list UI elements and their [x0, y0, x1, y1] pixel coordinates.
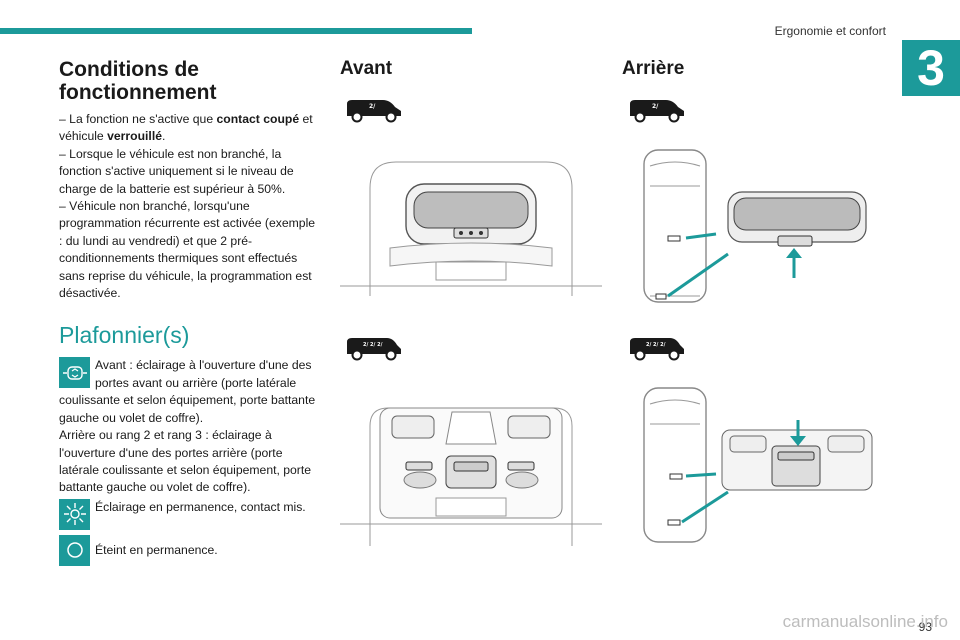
p1-bold-contact: contact coupé [216, 112, 300, 126]
p1-end: . [161, 129, 166, 144]
on-row: Éclairage en permanence, contact mis. [59, 498, 321, 530]
rear-minibus-figure [643, 387, 873, 543]
left-column: Conditions de fonctionnement – La foncti… [59, 58, 321, 566]
front-minibus-ceiling-figure [340, 407, 602, 546]
off-row: Éteint en permanence. [59, 534, 321, 566]
front-ceiling-light-figure [340, 161, 602, 296]
conditions-p2: – Lorsque le véhicule est non branché, l… [59, 146, 294, 196]
sun-icon [59, 498, 90, 530]
svg-text:2/ 2/ 2/: 2/ 2/ 2/ [363, 342, 383, 348]
conditions-p3: – Véhicule non branché, lorsqu'une progr… [59, 199, 316, 301]
p1-mid: et véhicule [59, 112, 313, 144]
chapter-number-tab: 3 [902, 40, 960, 96]
van-icon: 2/ [347, 100, 401, 123]
rear-light-van-figure [643, 149, 867, 303]
svg-text:2/: 2/ [369, 103, 376, 110]
rear-minibus-icon: 2/ 2/ 2/ [630, 338, 684, 361]
watermark: carmanualsonline.info [782, 612, 948, 631]
minibus-icon: 2/ 2/ 2/ [347, 338, 401, 361]
page-number: 93 [918, 620, 932, 634]
conditions-title: Conditions de fonctionnement [59, 58, 217, 104]
rear-light-text: Arrière ou rang 2 et rang 3 : éclairage … [59, 428, 312, 495]
circle-off-icon [59, 534, 90, 566]
rear-title: Arrière [622, 58, 685, 79]
door-light-icon [59, 357, 90, 389]
on-text: Éclairage en permanence, contact mis. [95, 499, 306, 514]
rear-van-icon: 2/ [630, 100, 684, 123]
p1-bold-verrouille: verrouillé [107, 129, 162, 144]
top-accent-bar [0, 28, 472, 34]
conditions-p1: – La fonction ne s'active que contact co… [59, 111, 321, 146]
door-light-text: Avant : éclairage à l'ouverture d'une de… [59, 358, 316, 425]
svg-text:2/ 2/ 2/: 2/ 2/ 2/ [646, 342, 666, 348]
plafonnier-title: Plafonnier(s) [59, 322, 190, 349]
chapter-title: Ergonomie et confort [774, 24, 886, 38]
off-text: Éteint en permanence. [95, 542, 218, 557]
svg-text:2/: 2/ [652, 103, 659, 110]
door-light-block: Avant : éclairage à l'ouverture d'une de… [59, 357, 321, 427]
p1-pre: – La fonction ne s'active que [59, 112, 217, 126]
front-title: Avant [340, 58, 393, 79]
